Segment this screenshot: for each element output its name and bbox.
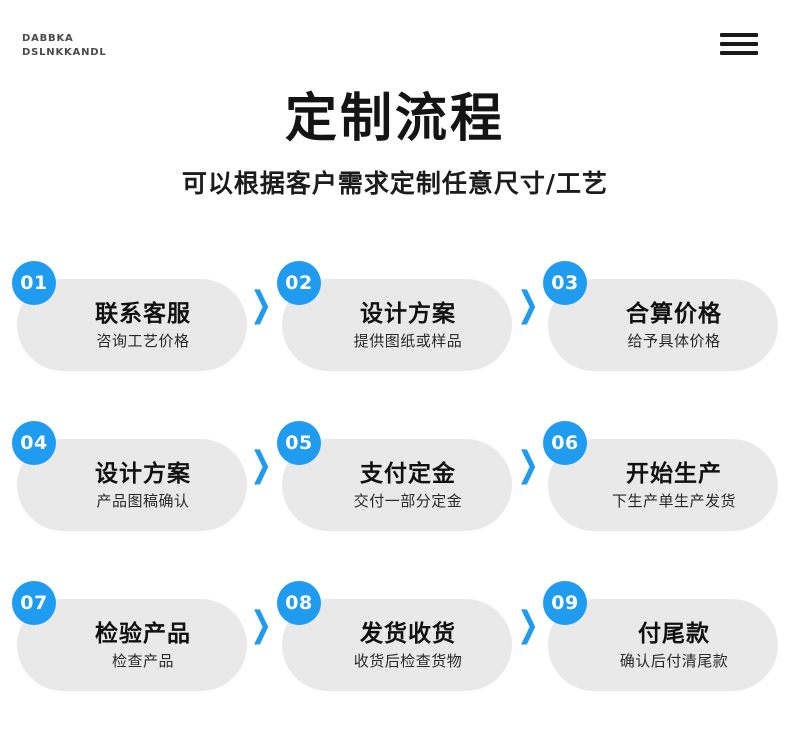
step-number-badge: 07 bbox=[12, 581, 56, 625]
step-title: 发货收货 bbox=[360, 620, 456, 647]
brand-logo: DABBKA DSLNKKANDL bbox=[22, 32, 107, 60]
step-item-09: 付尾款 确认后付清尾款 09 bbox=[543, 581, 778, 691]
step-card: 支付定金 交付一部分定金 bbox=[282, 439, 512, 531]
hamburger-bar-2 bbox=[720, 42, 758, 46]
step-card: 合算价格 给予具体价格 bbox=[548, 279, 778, 371]
page-subtitle: 可以根据客户需求定制任意尺寸/工艺 bbox=[181, 169, 609, 198]
step-desc: 交付一部分定金 bbox=[353, 491, 463, 510]
hamburger-bar-1 bbox=[720, 33, 758, 37]
steps-row-2: 设计方案 产品图稿确认 04 ❯ 支付定金 交付一部分定金 05 ❯ 开始生产 … bbox=[0, 413, 790, 573]
step-title: 支付定金 bbox=[360, 460, 456, 487]
steps-row-1: 联系客服 咨询工艺价格 01 ❯ 设计方案 提供图纸或样品 02 ❯ 合算价格 … bbox=[0, 253, 790, 413]
hamburger-bar-3 bbox=[720, 51, 758, 55]
step-item-05: 支付定金 交付一部分定金 05 bbox=[277, 421, 512, 531]
step-title: 检验产品 bbox=[95, 620, 191, 647]
step-number-badge: 08 bbox=[277, 581, 321, 625]
title-block: 定制流程 可以根据客户需求定制任意尺寸/工艺 bbox=[0, 88, 790, 200]
step-item-04: 设计方案 产品图稿确认 04 bbox=[12, 421, 247, 531]
step-item-03: 合算价格 给予具体价格 03 bbox=[543, 261, 778, 371]
step-title: 付尾款 bbox=[638, 620, 710, 647]
step-title: 开始生产 bbox=[626, 460, 722, 487]
step-card: 设计方案 产品图稿确认 bbox=[17, 439, 247, 531]
step-number-badge: 03 bbox=[543, 261, 587, 305]
hamburger-menu-icon[interactable] bbox=[720, 33, 758, 55]
step-desc: 咨询工艺价格 bbox=[96, 331, 190, 350]
chevron-right-icon: ❯ bbox=[517, 284, 539, 326]
step-desc: 产品图稿确认 bbox=[96, 491, 190, 510]
step-desc: 收货后检查货物 bbox=[353, 651, 463, 670]
step-item-02: 设计方案 提供图纸或样品 02 bbox=[277, 261, 512, 371]
step-number-badge: 02 bbox=[277, 261, 321, 305]
step-card: 设计方案 提供图纸或样品 bbox=[282, 279, 512, 371]
step-title: 合算价格 bbox=[626, 300, 722, 327]
step-desc: 确认后付清尾款 bbox=[619, 651, 729, 670]
page-title: 定制流程 bbox=[284, 89, 505, 149]
step-number-badge: 09 bbox=[543, 581, 587, 625]
step-desc: 给予具体价格 bbox=[627, 331, 721, 350]
step-item-01: 联系客服 咨询工艺价格 01 bbox=[12, 261, 247, 371]
brand-logo-line2: DSLNKKANDL bbox=[22, 47, 107, 58]
chevron-right-icon: ❯ bbox=[250, 284, 272, 326]
step-card: 发货收货 收货后检查货物 bbox=[282, 599, 512, 691]
page-header: DABBKA DSLNKKANDL bbox=[0, 0, 790, 85]
step-item-06: 开始生产 下生产单生产发货 06 bbox=[543, 421, 778, 531]
steps-grid: 联系客服 咨询工艺价格 01 ❯ 设计方案 提供图纸或样品 02 ❯ 合算价格 … bbox=[0, 253, 790, 733]
step-title: 联系客服 bbox=[95, 300, 191, 327]
chevron-right-icon: ❯ bbox=[250, 444, 272, 486]
step-desc: 下生产单生产发货 bbox=[611, 491, 736, 510]
step-card: 联系客服 咨询工艺价格 bbox=[17, 279, 247, 371]
step-number-badge: 01 bbox=[12, 261, 56, 305]
step-number-badge: 05 bbox=[277, 421, 321, 465]
step-desc: 提供图纸或样品 bbox=[353, 331, 463, 350]
chevron-right-icon: ❯ bbox=[250, 604, 272, 646]
step-title: 设计方案 bbox=[95, 460, 191, 487]
chevron-right-icon: ❯ bbox=[517, 444, 539, 486]
step-number-badge: 04 bbox=[12, 421, 56, 465]
step-number-badge: 06 bbox=[543, 421, 587, 465]
step-item-08: 发货收货 收货后检查货物 08 bbox=[277, 581, 512, 691]
steps-row-3: 检验产品 检查产品 07 ❯ 发货收货 收货后检查货物 08 ❯ 付尾款 确认后… bbox=[0, 573, 790, 733]
step-desc: 检查产品 bbox=[111, 651, 174, 670]
step-card: 付尾款 确认后付清尾款 bbox=[548, 599, 778, 691]
step-item-07: 检验产品 检查产品 07 bbox=[12, 581, 247, 691]
chevron-right-icon: ❯ bbox=[517, 604, 539, 646]
step-card: 检验产品 检查产品 bbox=[17, 599, 247, 691]
brand-logo-line1: DABBKA bbox=[22, 33, 74, 44]
step-title: 设计方案 bbox=[360, 300, 456, 327]
step-card: 开始生产 下生产单生产发货 bbox=[548, 439, 778, 531]
